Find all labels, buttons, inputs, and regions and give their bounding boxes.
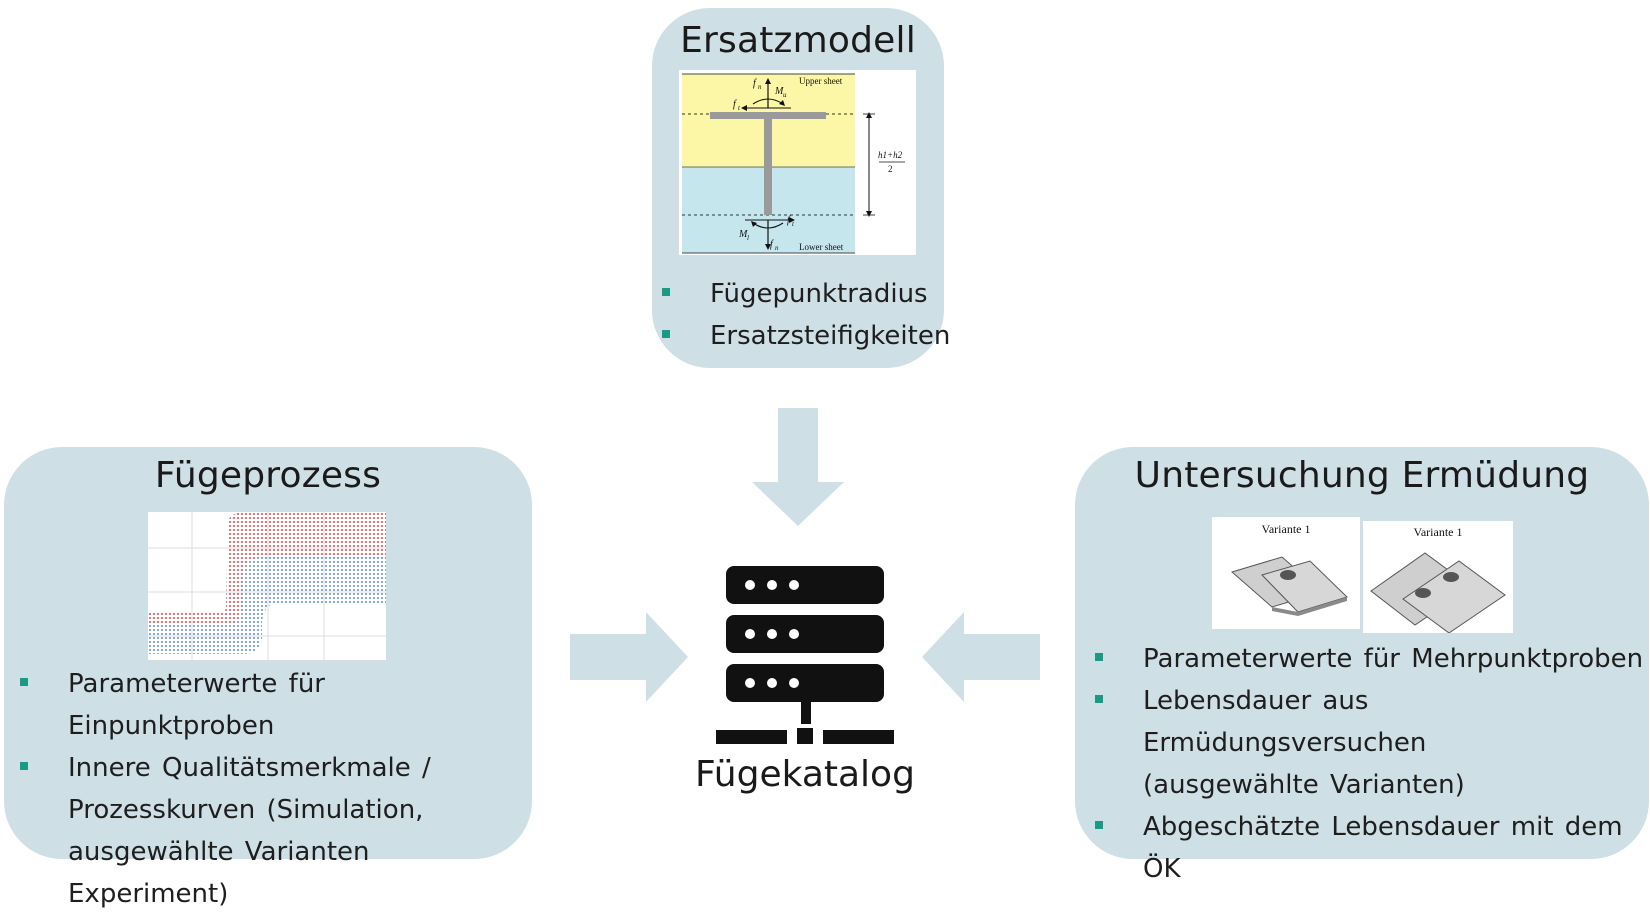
fuegeprozess-figure: [148, 512, 386, 660]
fuegeprozess-title: Fügeprozess: [154, 455, 382, 496]
svg-text:f: f: [753, 78, 757, 89]
svg-text:t: t: [738, 104, 741, 112]
svg-text:M: M: [774, 86, 784, 97]
t-stub-diagram: Upper sheet Lower sheet f n M u f t f t …: [682, 73, 905, 254]
ermuedung-bullets: Parameterwerte für Mehrpunktproben Leben…: [1095, 638, 1649, 890]
down-arrow: [752, 408, 844, 526]
ersatzmodell-bullets: Fügepunktradius Ersatzsteifigkeiten: [662, 273, 950, 357]
bullet-icon: [662, 288, 670, 296]
bullet-icon: [20, 678, 28, 686]
fuegeprozess-card: Fügeprozess Parameter: [4, 447, 532, 909]
list-item: ausgewählte Varianten Experiment): [68, 837, 370, 909]
svg-text:M: M: [738, 229, 748, 240]
variant-figure-2: Variante 1: [1363, 521, 1513, 634]
stub-flange: [710, 112, 826, 119]
svg-text:f: f: [787, 215, 791, 226]
list-item: Lebensdauer aus Ermüdungsversuchen: [1095, 680, 1649, 764]
joint-point: [1280, 570, 1296, 580]
variant-figure-1: Variante 1: [1212, 517, 1360, 629]
list-item: Abgeschätzte Lebensdauer mit dem ÖK: [1095, 806, 1649, 890]
list-item: Fügepunktradius: [662, 273, 950, 315]
variant-label: Variante 1: [1262, 522, 1311, 536]
bullet-icon: [1095, 695, 1103, 703]
ersatzmodell-figure: Upper sheet Lower sheet f n M u f t f t …: [679, 70, 916, 255]
svg-text:f: f: [733, 99, 737, 110]
upper-sheet-mesh: [148, 512, 386, 624]
catalog-label: Fügekatalog: [695, 754, 915, 795]
list-item: Ersatzsteifigkeiten: [662, 315, 950, 357]
list-item: Prozesskurven (Simulation,: [68, 795, 424, 825]
svg-text:l: l: [747, 234, 749, 242]
list-item: (ausgewählte Varianten): [1143, 770, 1465, 800]
svg-text:u: u: [783, 91, 787, 99]
ersatzmodell-card: Ersatzmodell: [652, 8, 950, 368]
svg-text:t: t: [792, 220, 795, 228]
svg-text:f: f: [770, 239, 774, 250]
bullet-icon: [662, 330, 670, 338]
fuegeprozess-bullets: Parameterwerte für Einpunktproben Innere…: [20, 663, 532, 915]
svg-text:n: n: [758, 83, 762, 91]
right-arrow: [570, 612, 688, 702]
lower-sheet-label: Lower sheet: [799, 242, 844, 252]
joint-point: [1443, 572, 1459, 582]
bullet-icon: [1095, 821, 1103, 829]
ersatzmodell-title: Ersatzmodell: [680, 20, 916, 61]
ermuedung-title: Untersuchung Ermüdung: [1134, 455, 1590, 496]
h-sum-label: h1+h2: [878, 150, 903, 160]
bullet-icon: [20, 762, 28, 770]
ermuedung-card: Untersuchung Ermüdung Variante 1 Variant…: [1075, 447, 1649, 884]
joining-simulation-mesh: [148, 512, 386, 660]
list-item: Parameterwerte für Einpunktproben: [20, 663, 532, 747]
upper-sheet-label: Upper sheet: [799, 76, 843, 86]
lower-sheet-mesh: [148, 558, 386, 654]
list-item: Parameterwerte für Mehrpunktproben: [1095, 638, 1649, 680]
server-database-icon: [716, 566, 894, 744]
bullet-icon: [1095, 653, 1103, 661]
h-divisor-label: 2: [888, 164, 893, 174]
stub-web: [764, 119, 772, 215]
joint-point: [1415, 588, 1431, 598]
list-item: Innere Qualitätsmerkmale /: [20, 747, 532, 789]
svg-text:n: n: [775, 244, 779, 252]
variant-label: Variante 1: [1414, 525, 1463, 539]
left-arrow: [922, 612, 1040, 702]
